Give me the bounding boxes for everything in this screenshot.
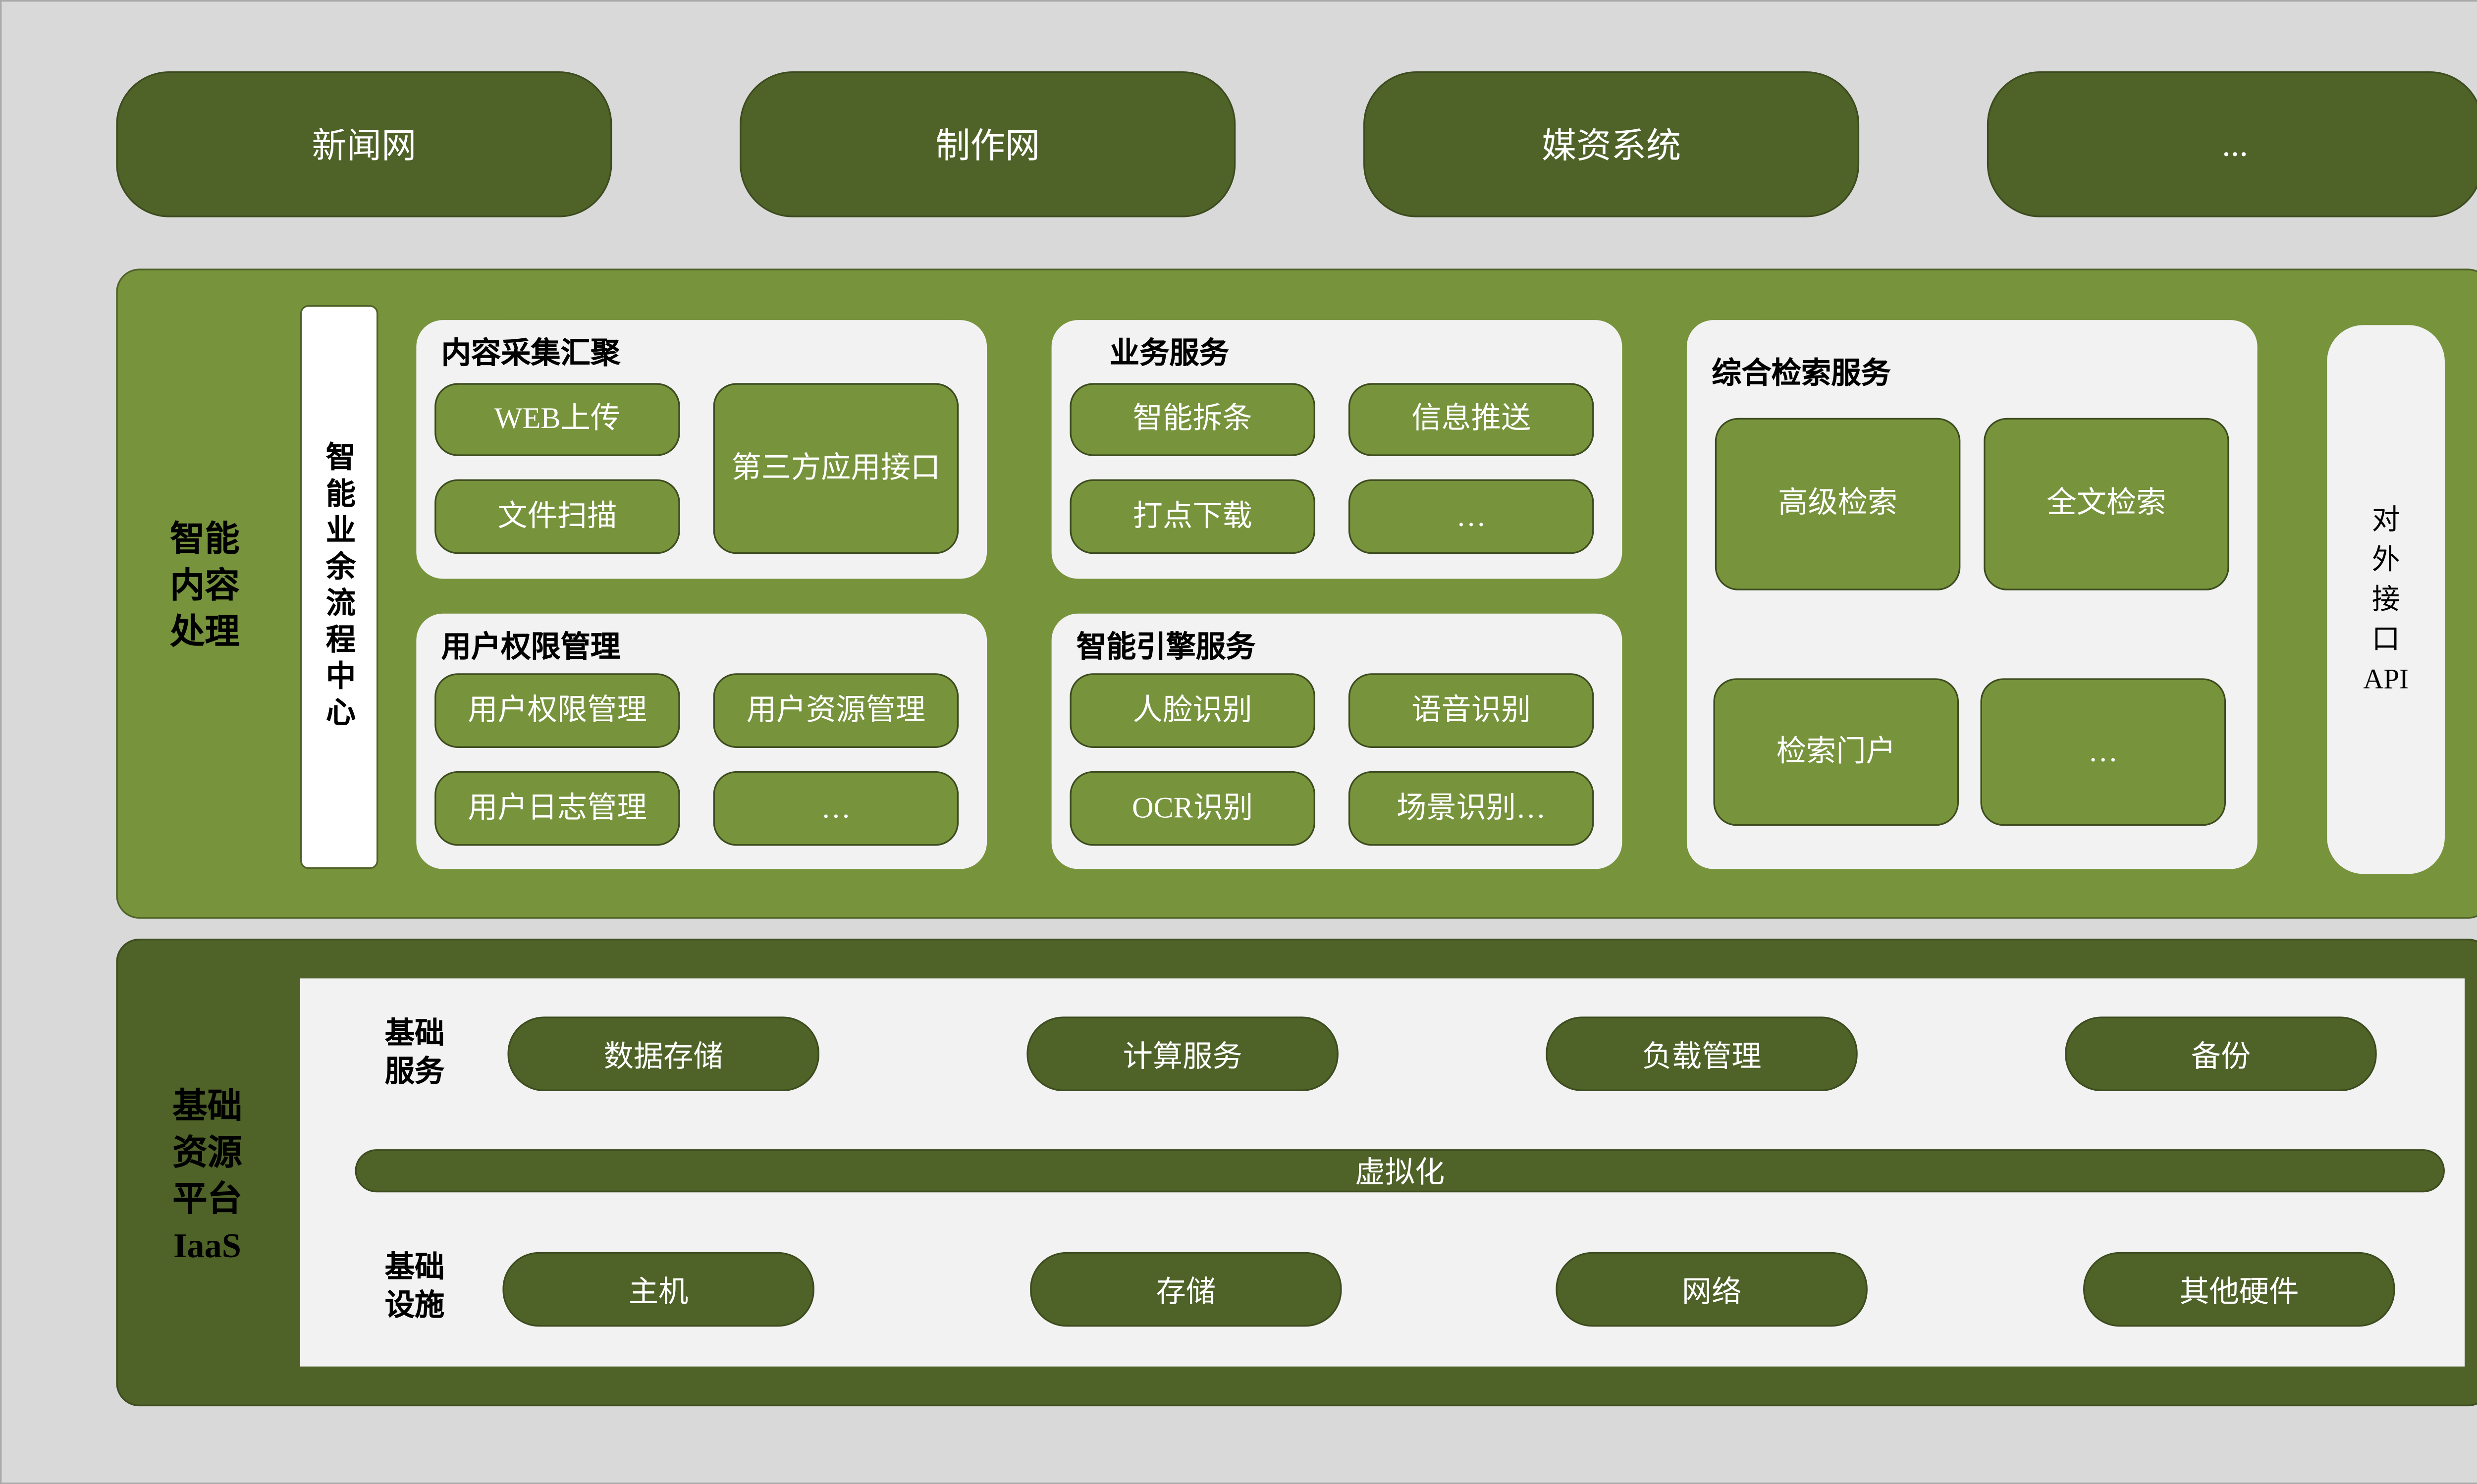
workflow-center-label: 智能业余流程中心 bbox=[323, 441, 356, 733]
face-recognition: 人脸识别 bbox=[1070, 673, 1315, 748]
intelligent-content-label: 智能 内容 处理 bbox=[159, 516, 250, 655]
label-line: 基础 bbox=[384, 1250, 445, 1284]
top-system-production: 制作网 bbox=[740, 71, 1236, 217]
other-hardware: 其他硬件 bbox=[2083, 1252, 2395, 1327]
label-line: IaaS bbox=[173, 1225, 241, 1266]
user-log: 用户日志管理 bbox=[434, 771, 680, 846]
label-line: 内容 bbox=[170, 565, 240, 606]
group-title: 综合检索服务 bbox=[1712, 356, 1891, 390]
label-line: 智能 bbox=[170, 519, 240, 559]
load-management: 负载管理 bbox=[1546, 1016, 1858, 1091]
smart-split: 智能拆条 bbox=[1070, 383, 1315, 456]
label-line: 服务 bbox=[384, 1055, 445, 1088]
label-line: 处理 bbox=[170, 612, 240, 652]
api-char: 外 bbox=[2371, 543, 2400, 575]
user-permission: 用户权限管理 bbox=[434, 673, 680, 748]
business-more: … bbox=[1348, 479, 1594, 554]
basic-services-label: 基础 服务 bbox=[385, 1015, 445, 1091]
user-more: … bbox=[713, 771, 959, 846]
label-line: 平台 bbox=[172, 1179, 242, 1219]
iaas-label: 基础 资源 平台 IaaS bbox=[159, 1083, 255, 1269]
api-char: 接 bbox=[2371, 583, 2400, 615]
virtualization-bar: 虚拟化 bbox=[355, 1149, 2445, 1193]
file-scan: 文件扫描 bbox=[434, 479, 680, 554]
third-party-api: 第三方应用接口 bbox=[713, 383, 959, 554]
external-api: 对 外 接 口 API bbox=[2327, 325, 2445, 874]
mark-download: 打点下载 bbox=[1070, 479, 1315, 554]
speech-recognition: 语音识别 bbox=[1348, 673, 1594, 748]
web-upload: WEB上传 bbox=[434, 383, 680, 456]
backup: 备份 bbox=[2065, 1016, 2377, 1091]
label-line: 基础 bbox=[172, 1086, 242, 1126]
api-char: 对 bbox=[2371, 503, 2400, 535]
top-system-media-asset: 媒资系统 bbox=[1363, 71, 1860, 217]
data-storage: 数据存储 bbox=[507, 1016, 819, 1091]
scene-recognition: 场景识别… bbox=[1348, 771, 1594, 846]
label-line: 基础 bbox=[384, 1016, 445, 1050]
compute-service: 计算服务 bbox=[1026, 1016, 1339, 1091]
label-line: 设施 bbox=[384, 1288, 445, 1322]
storage: 存储 bbox=[1030, 1252, 1342, 1327]
search-more: … bbox=[1980, 678, 2226, 826]
group-title: 智能引擎服务 bbox=[1076, 630, 1256, 664]
top-system-more: ... bbox=[1987, 71, 2477, 217]
workflow-center-bar: 智能业余流程中心 bbox=[300, 305, 378, 869]
advanced-search: 高级检索 bbox=[1715, 418, 1961, 590]
api-char: API bbox=[2363, 662, 2409, 694]
group-title: 内容采集汇聚 bbox=[441, 336, 621, 370]
group-title: 业务服务 bbox=[1109, 336, 1229, 370]
fulltext-search: 全文检索 bbox=[1984, 418, 2229, 590]
group-title: 用户权限管理 bbox=[441, 630, 621, 664]
infrastructure-label: 基础 设施 bbox=[385, 1249, 445, 1325]
host: 主机 bbox=[502, 1252, 814, 1327]
network: 网络 bbox=[1556, 1252, 1868, 1327]
user-resource: 用户资源管理 bbox=[713, 673, 959, 748]
label-line: 资源 bbox=[172, 1132, 242, 1173]
ocr-recognition: OCR识别 bbox=[1070, 771, 1315, 846]
info-push: 信息推送 bbox=[1348, 383, 1594, 456]
search-portal: 检索门户 bbox=[1713, 678, 1959, 826]
api-char: 口 bbox=[2371, 623, 2400, 654]
top-system-news: 新闻网 bbox=[116, 71, 612, 217]
